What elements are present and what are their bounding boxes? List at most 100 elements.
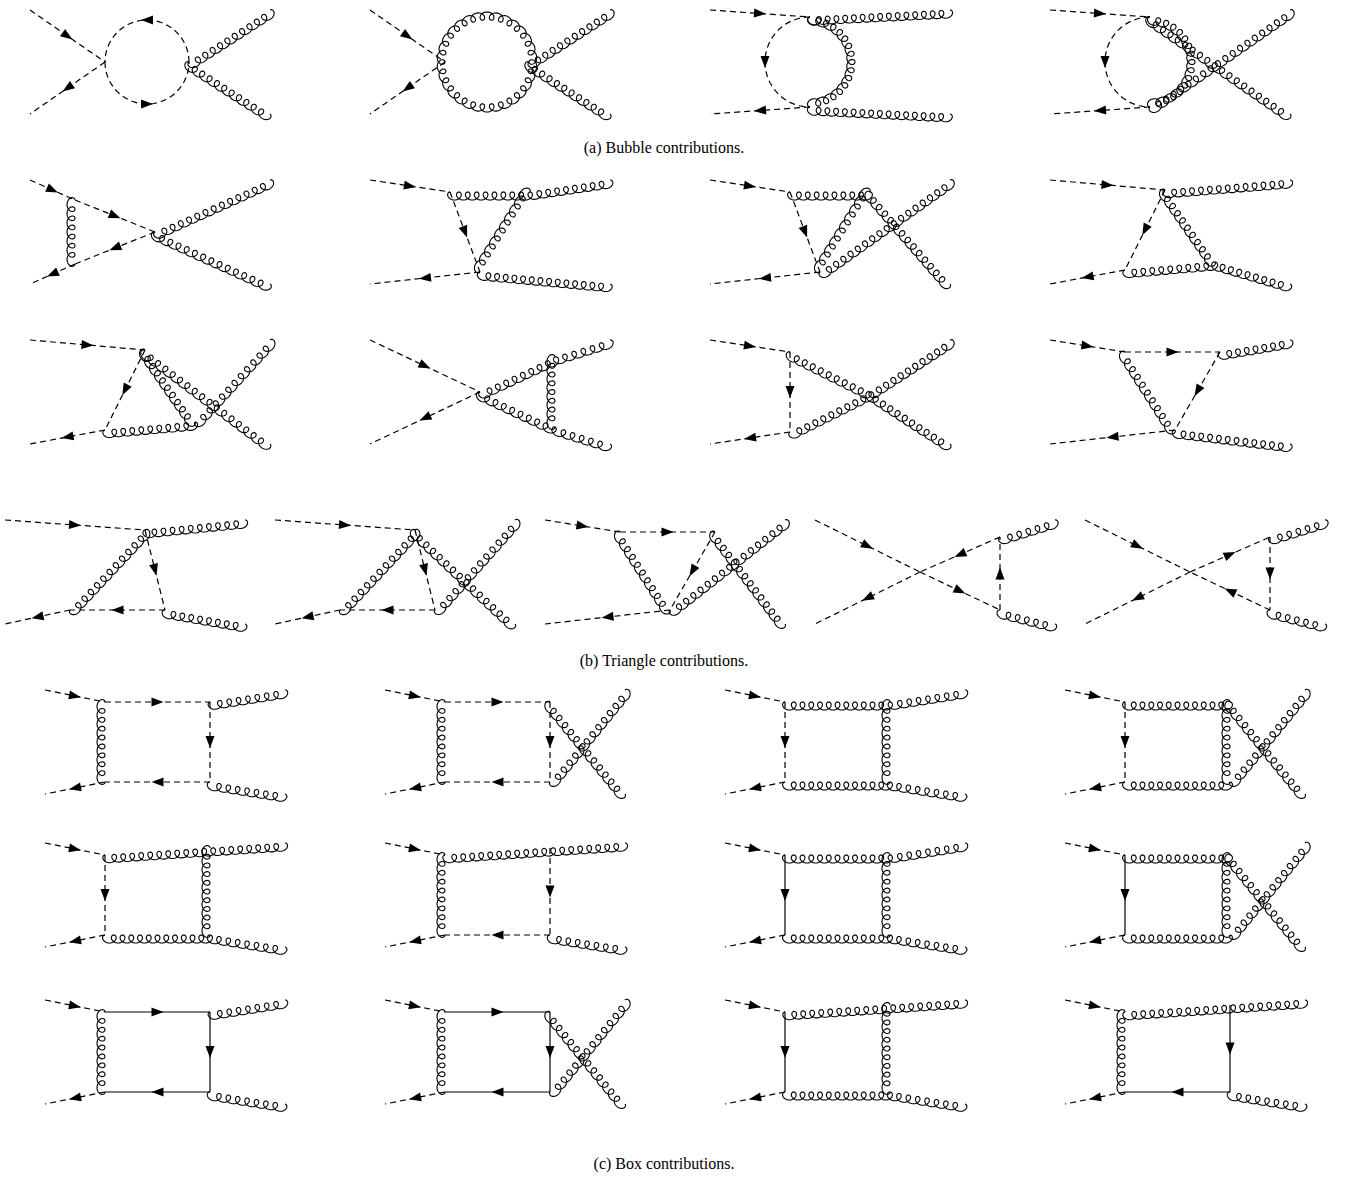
arrowhead xyxy=(1082,271,1095,280)
feynman-diagram xyxy=(370,340,613,451)
gluon-line xyxy=(808,10,953,25)
gluon-line xyxy=(819,180,954,278)
gluon-line xyxy=(208,1000,288,1019)
feynman-diagram xyxy=(1050,180,1293,291)
arrowhead xyxy=(152,778,164,787)
arrowhead xyxy=(492,1008,504,1017)
gluon-line xyxy=(97,1010,105,1095)
gluon-line xyxy=(525,62,611,120)
gluon-line xyxy=(669,520,789,616)
arrowhead xyxy=(1094,9,1106,18)
arrowhead xyxy=(69,935,82,944)
scalar-line xyxy=(275,610,340,624)
arrowhead xyxy=(748,1000,761,1009)
subfigure-caption: (a) Bubble contributions. xyxy=(584,138,744,157)
gluon-line xyxy=(139,349,195,426)
gluon-line xyxy=(882,853,890,938)
gluon-line xyxy=(188,10,274,68)
feynman-diagram xyxy=(370,10,614,120)
scalar-line xyxy=(385,782,445,794)
arrowhead xyxy=(68,1000,81,1009)
arrowhead xyxy=(492,931,504,940)
feynman-diagram xyxy=(5,520,248,631)
arrowhead xyxy=(68,690,81,699)
arrowhead xyxy=(1081,341,1094,350)
arrowhead xyxy=(63,81,75,92)
gluon-line xyxy=(552,427,612,451)
gluon-line xyxy=(185,62,271,120)
arrowhead xyxy=(662,528,674,537)
arrowhead xyxy=(409,935,422,944)
gluon-line xyxy=(814,188,870,273)
gluon-line xyxy=(1117,1010,1125,1095)
gluon-line xyxy=(547,935,627,954)
feynman-diagram xyxy=(1065,689,1310,798)
gluon-line xyxy=(547,355,555,430)
gluon-line xyxy=(143,520,248,538)
gluon-line xyxy=(69,529,149,614)
arrowhead xyxy=(749,782,762,791)
gluon-line xyxy=(141,350,271,450)
scalar-line xyxy=(415,530,435,610)
arrowhead xyxy=(1130,539,1143,548)
scalar-line xyxy=(385,1000,445,1012)
arrowhead xyxy=(1225,588,1238,597)
scalar-line xyxy=(45,1000,105,1012)
gluon-line xyxy=(437,12,536,64)
gluon-line xyxy=(997,610,1057,631)
feynman-diagram xyxy=(1085,520,1328,631)
scalar-line xyxy=(1050,270,1125,284)
gluon-line xyxy=(162,610,247,631)
gluon-line xyxy=(437,60,536,112)
feynman-diagram xyxy=(45,690,288,801)
gluon-line xyxy=(528,10,614,68)
arrowhead xyxy=(149,563,158,576)
gluon-line xyxy=(67,198,75,267)
arrowhead xyxy=(403,81,415,92)
arrowhead xyxy=(69,782,82,791)
gluon-line xyxy=(528,180,613,199)
feynman-diagram xyxy=(1050,9,1294,120)
gluon-line xyxy=(103,422,198,438)
gluon-line xyxy=(1159,189,1215,266)
arrowhead xyxy=(1167,348,1179,357)
scalar-line xyxy=(710,180,790,192)
scalar-line xyxy=(5,610,70,624)
arrowhead xyxy=(206,1046,215,1058)
arrowhead xyxy=(754,106,766,115)
scalar-line xyxy=(370,180,450,192)
feynman-diagram xyxy=(725,690,968,801)
gluon-line xyxy=(783,855,893,863)
arrowhead xyxy=(781,736,790,748)
arrowhead xyxy=(955,548,968,557)
arrowhead xyxy=(492,778,504,787)
arrowhead xyxy=(32,611,45,620)
arrowhead xyxy=(47,267,60,276)
scalar-line xyxy=(670,532,715,610)
feynman-diagram xyxy=(385,999,630,1108)
feynman-diagram xyxy=(370,180,613,292)
scalar-line xyxy=(385,1092,445,1104)
scalar-line xyxy=(710,272,820,284)
scalar-line xyxy=(30,10,105,62)
feynman-diagram xyxy=(30,339,275,449)
feynman-diagram xyxy=(725,843,968,954)
scalar-line xyxy=(370,10,445,62)
arrowhead xyxy=(761,56,770,68)
scalar-line xyxy=(370,340,480,392)
scalar-line xyxy=(1085,520,1190,572)
subfigure-caption: (c) Box contributions. xyxy=(594,1154,735,1173)
feynman-diagram xyxy=(385,689,630,798)
arrowhead xyxy=(1266,568,1275,580)
scalar-line xyxy=(5,520,145,530)
gluon-line xyxy=(783,702,893,710)
arrowhead xyxy=(743,181,756,190)
arrowhead xyxy=(1089,935,1102,944)
feynman-diagram xyxy=(710,180,954,289)
arrowhead xyxy=(339,520,351,529)
arrowhead xyxy=(744,433,757,442)
gluon-line xyxy=(202,846,210,938)
scalar-line xyxy=(385,690,445,702)
arrowhead xyxy=(953,584,966,593)
scalar-line xyxy=(765,17,810,107)
